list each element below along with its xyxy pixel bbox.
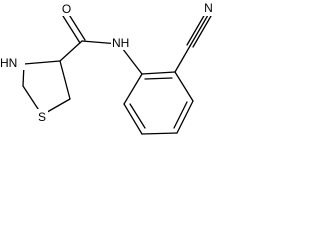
bond-ar-c6-c1: [123, 73, 143, 105]
bond-nitrile-triple-3: [192, 15, 212, 48]
oxygen-label: O: [62, 2, 71, 16]
bond-ar-c5-c6: [123, 103, 143, 135]
sulfur-label: S: [38, 110, 46, 124]
bond-c4-nh: [23, 60, 61, 65]
bond-ar-nitrile-c: [174, 45, 191, 73]
bond-ar-inner-1: [144, 77, 173, 80]
nitrile-nitrogen-label: N: [204, 1, 213, 15]
amide-hydrogen-symbol: H: [121, 36, 130, 50]
ring-hydrogen-symbol: H: [0, 56, 9, 70]
amide-nh-label: NH: [112, 36, 129, 50]
oxygen-atom: O: [60, 2, 73, 16]
bond-c5-c4: [59, 60, 71, 100]
bond-c4-carbonyl: [59, 40, 83, 62]
structure-diagram: O NH HN S N: [0, 1, 215, 135]
bond-ar-c4-c5: [141, 132, 178, 135]
bond-ar-c2-c3: [174, 71, 194, 102]
bond-ar-c1-c2: [141, 71, 176, 75]
sulfur-atom: S: [36, 109, 48, 124]
ring-nh-label: HN: [0, 56, 17, 70]
bond-ar-inner-3: [129, 103, 146, 129]
bond-nitrile-triple-1: [186, 13, 206, 46]
bond-nitrile-triple-2: [189, 14, 209, 47]
amide-nitrogen-symbol: N: [112, 36, 121, 50]
bond-carbonyl-o-1: [62, 15, 81, 44]
bond-carbonyl-o-2: [67, 12, 86, 41]
ring-nitrogen-symbol: N: [9, 56, 18, 70]
amide-nh-atom: NH: [111, 35, 133, 50]
bond-ar-c3-c4: [176, 100, 194, 134]
ring-nh-atom: HN: [0, 55, 25, 70]
bond-ar-inner-2: [173, 101, 188, 129]
nitrile-nitrogen-atom: N: [202, 1, 215, 16]
